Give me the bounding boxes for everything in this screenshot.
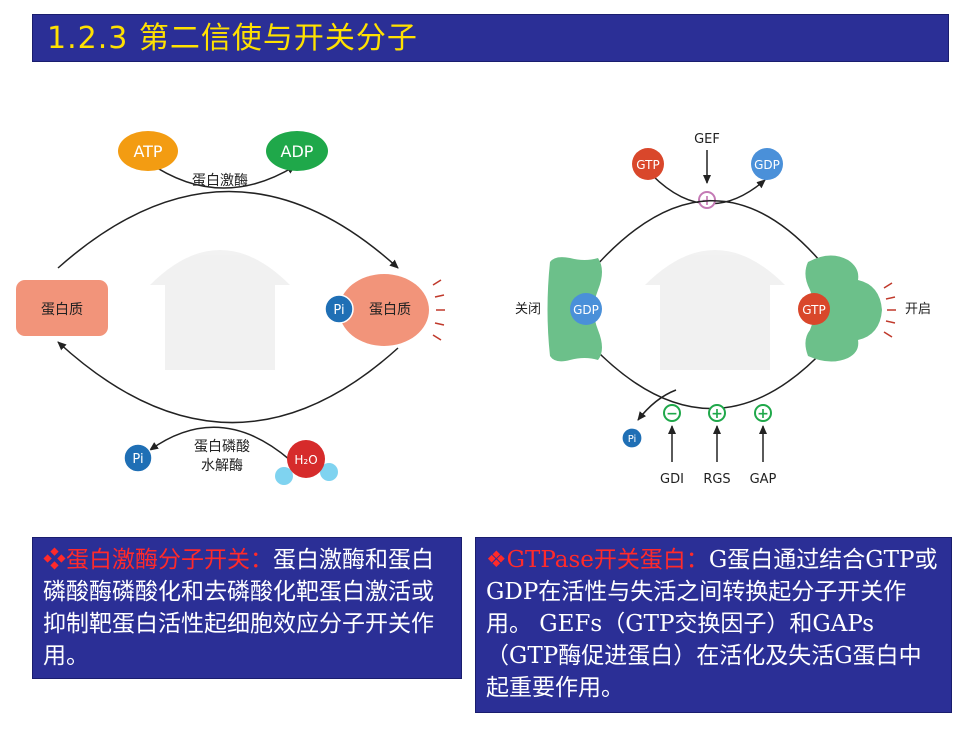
phosphatase-arc <box>149 426 291 461</box>
kinase-label: 蛋白激酶 <box>192 172 248 189</box>
water-h-right-icon <box>320 463 338 481</box>
adp-label: ADP <box>281 142 314 161</box>
protein-p-label: 蛋白质 <box>369 302 411 318</box>
gdi-minus-icon <box>663 404 681 422</box>
inactivation-arc <box>57 341 399 424</box>
gef-label: GEF <box>694 132 720 147</box>
gtp-bound-label: GTP <box>802 303 825 317</box>
watermark-left <box>150 250 290 370</box>
pi-released-label: Pi <box>132 452 143 467</box>
text-box-1-highlight: ❖蛋白激酶分子开关： <box>43 547 273 573</box>
off-label: 关闭 <box>515 302 541 317</box>
atp-oval <box>118 131 178 171</box>
protein-p-oval <box>339 274 429 346</box>
pi-release-arc <box>637 389 677 421</box>
gap-label: GAP <box>750 472 777 487</box>
atp-label: ATP <box>133 142 162 161</box>
water-label: H₂O <box>294 453 317 467</box>
text-box-kinase-switch: ❖蛋白激酶分子开关：蛋白激酶和蛋白磷酸酶磷酸化和去磷酸化靶蛋白激活或抑制靶蛋白活… <box>32 537 462 679</box>
water-oxygen-icon <box>287 440 325 478</box>
g-activation-arc <box>587 200 827 276</box>
kinase-arc <box>147 161 296 189</box>
phosphatase-label-1: 蛋白磷酸 <box>194 439 250 455</box>
title-bar: 1.2.3 第二信使与开关分子 <box>32 14 949 62</box>
activity-rays-right <box>883 282 896 338</box>
g-protein-active <box>805 255 882 362</box>
gap-plus-icon <box>754 404 772 422</box>
protein-label: 蛋白质 <box>41 302 83 318</box>
gdp-out-label: GDP <box>754 158 780 172</box>
pi-right-label: Pi <box>628 434 637 445</box>
adp-oval <box>266 131 328 171</box>
pi-on-protein-icon <box>324 294 354 324</box>
gtp-bound-icon <box>798 293 830 325</box>
gdp-out-icon <box>751 148 783 180</box>
water-h-left-icon <box>275 467 293 485</box>
text-box-1-body: 蛋白激酶和蛋白磷酸酶磷酸化和去磷酸化靶蛋白激活或抑制靶蛋白活性起细胞效应分子开关… <box>43 547 434 669</box>
gtp-in-icon <box>632 148 664 180</box>
on-label: 开启 <box>905 302 931 317</box>
page-title: 1.2.3 第二信使与开关分子 <box>47 21 418 56</box>
pi-right-icon <box>621 427 643 449</box>
text-box-2-highlight: ❖GTPase开关蛋白： <box>486 547 709 573</box>
gdp-bound-icon <box>570 293 602 325</box>
pi-released-icon <box>123 443 153 473</box>
activity-rays-left <box>432 279 445 341</box>
protein-box <box>16 280 108 336</box>
rgs-label: RGS <box>703 472 730 487</box>
watermark-right <box>645 250 785 370</box>
rgs-plus-label: + <box>711 406 723 422</box>
gap-plus-label: + <box>757 406 769 422</box>
gdi-minus-label: − <box>666 406 678 422</box>
activation-arc <box>57 190 399 269</box>
pi-on-protein-label: Pi <box>333 303 344 318</box>
text-box-gtpase-switch: ❖GTPase开关蛋白：G蛋白通过结合GTP或GDP在活性与失活之间转换起分子开… <box>475 537 952 713</box>
gdi-label: GDI <box>660 472 684 487</box>
gdp-bound-label: GDP <box>573 303 599 317</box>
rgs-plus-icon <box>708 404 726 422</box>
text-box-2-body: G蛋白通过结合GTP或GDP在活性与失活之间转换起分子开关作用。 GEFs（GT… <box>486 547 938 701</box>
phosphatase-label-2: 水解酶 <box>201 458 243 474</box>
gtp-in-label: GTP <box>636 158 659 172</box>
